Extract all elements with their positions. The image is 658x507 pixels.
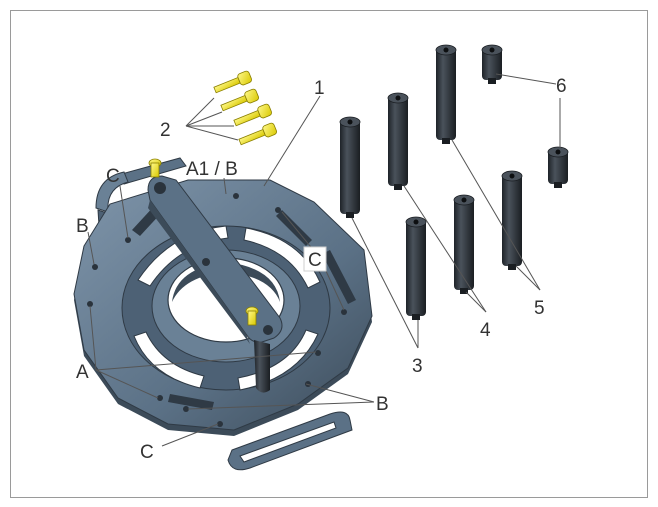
standoff-4-left bbox=[387, 92, 409, 190]
label-c-bottom: C bbox=[140, 442, 154, 463]
label-b-left: B bbox=[76, 216, 89, 237]
label-4: 4 bbox=[480, 320, 491, 341]
standoff-3-left bbox=[339, 116, 361, 218]
screw bbox=[233, 103, 272, 127]
handle-right bbox=[227, 411, 353, 471]
lever-screw-top bbox=[148, 158, 162, 178]
label-2: 2 bbox=[160, 120, 171, 141]
label-c-top: C bbox=[106, 166, 120, 187]
label-1: 1 bbox=[314, 78, 325, 99]
label-c-box bbox=[303, 246, 327, 272]
label-a: A bbox=[76, 362, 89, 383]
standoff-6-top bbox=[481, 44, 503, 84]
label-c-right: C bbox=[308, 250, 322, 271]
screw bbox=[220, 88, 259, 112]
standoff-4-right bbox=[453, 194, 475, 294]
standoff-6-bottom bbox=[547, 146, 569, 188]
lever-screw-bottom bbox=[245, 306, 259, 326]
screw bbox=[238, 122, 277, 146]
standoff-5-right bbox=[501, 170, 523, 270]
screw bbox=[213, 70, 252, 94]
loose-screws bbox=[213, 70, 277, 146]
lever-arm bbox=[147, 175, 283, 393]
standoff-5-left bbox=[435, 44, 457, 144]
label-5: 5 bbox=[534, 298, 545, 319]
label-b-right: B bbox=[376, 394, 389, 415]
label-a1-b: A1 / B bbox=[186, 159, 238, 180]
standoff-3-right bbox=[405, 216, 427, 320]
label-3: 3 bbox=[412, 356, 423, 377]
label-6: 6 bbox=[556, 76, 567, 97]
